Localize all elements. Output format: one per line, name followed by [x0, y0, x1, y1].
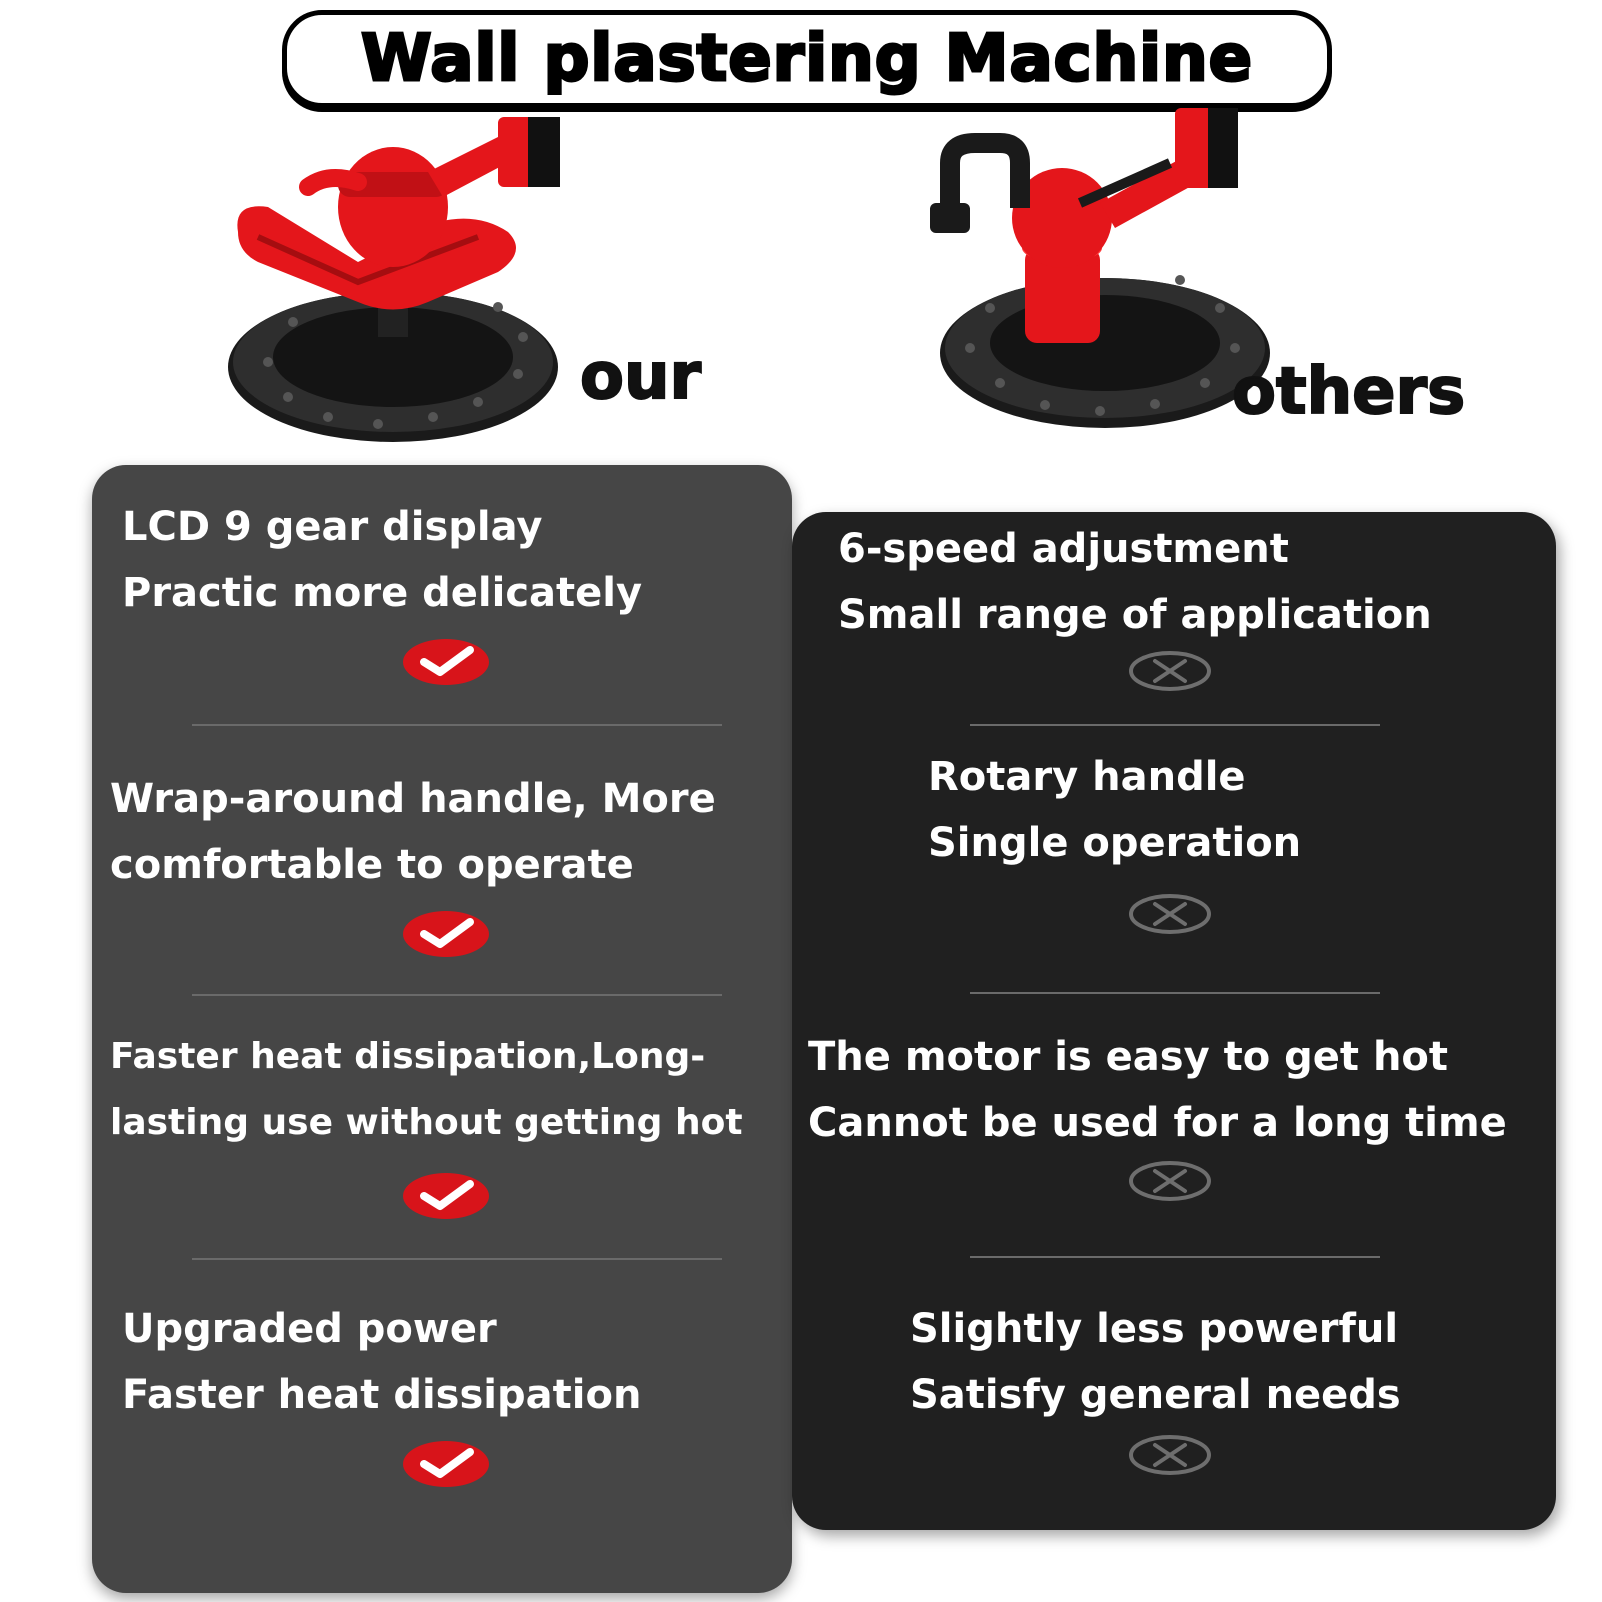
other-machine-image — [930, 108, 1270, 428]
feature-line: Upgraded power — [122, 1306, 497, 1352]
other-features-panel — [792, 512, 1556, 1530]
divider — [192, 1258, 722, 1260]
feature-line: Single operation — [928, 820, 1302, 866]
feature-line: The motor is easy to get hot — [808, 1034, 1449, 1080]
title-banner: Wall plastering Machine — [282, 10, 1332, 108]
feature-line: 6-speed adjustment — [838, 526, 1289, 572]
feature-line: Slightly less powerful — [910, 1306, 1399, 1352]
check-icon — [403, 639, 489, 685]
feature-line: Practic more delicately — [122, 570, 643, 616]
divider — [192, 724, 722, 726]
others-label: others — [1231, 354, 1466, 430]
feature-line: comfortable to operate — [110, 842, 634, 888]
cross-icon — [1129, 1161, 1211, 1201]
our-machine-image — [228, 117, 560, 442]
feature-line: Satisfy general needs — [910, 1372, 1401, 1418]
divider — [192, 994, 722, 996]
check-icon — [403, 1173, 489, 1219]
feature-line: Rotary handle — [928, 754, 1246, 800]
divider — [970, 724, 1380, 726]
cross-icon — [1129, 1435, 1211, 1475]
feature-line: Faster heat dissipation,Long- — [110, 1036, 706, 1077]
check-icon — [403, 1441, 489, 1487]
check-icon — [403, 911, 489, 957]
feature-line: lasting use without getting hot — [110, 1102, 743, 1143]
our-label: our — [579, 339, 702, 415]
feature-line: Small range of application — [838, 592, 1432, 638]
page-title: Wall plastering Machine — [359, 21, 1254, 98]
feature-line: Faster heat dissipation — [122, 1372, 642, 1418]
divider — [970, 1256, 1380, 1258]
feature-line: LCD 9 gear display — [122, 504, 543, 550]
divider — [970, 992, 1380, 994]
feature-line: Cannot be used for a long time — [808, 1100, 1507, 1146]
cross-icon — [1129, 651, 1211, 691]
cross-icon — [1129, 894, 1211, 934]
feature-line: Wrap-around handle, More — [110, 776, 716, 822]
